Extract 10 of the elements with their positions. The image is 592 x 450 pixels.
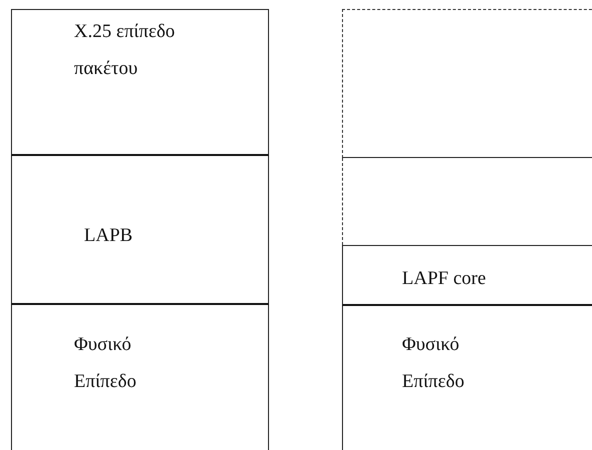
layer-label: X.25 επίπεδο πακέτου [74, 20, 176, 81]
layer-label: LAPB [84, 224, 134, 248]
layer-box [11, 9, 269, 156]
layer-label: Φυσικό Επίπεδο [402, 333, 466, 394]
layer-box [342, 245, 592, 306]
layer-label: LAPF core [402, 267, 487, 291]
layer-box [11, 305, 269, 450]
empty-layer-box [342, 9, 592, 158]
layer-box [11, 156, 269, 305]
layer-label: Φυσικό Επίπεδο [74, 333, 138, 394]
